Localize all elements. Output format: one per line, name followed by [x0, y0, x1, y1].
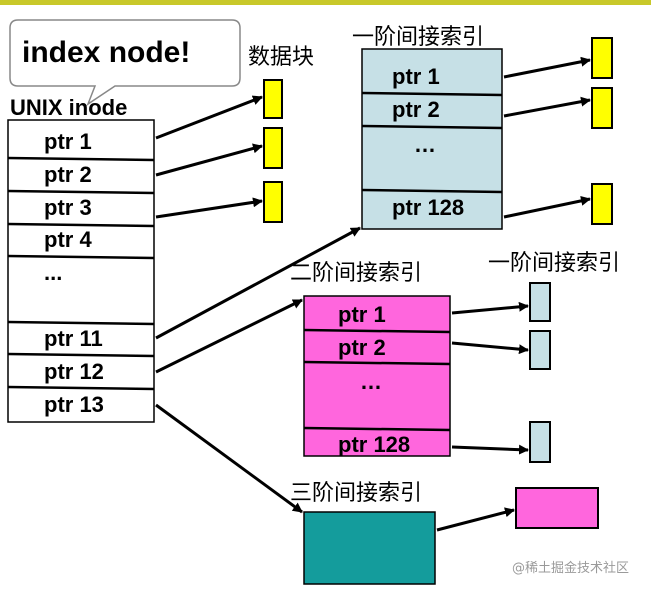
data-block [591, 183, 613, 225]
pointer-arrow [155, 143, 263, 177]
index-divider [303, 360, 451, 366]
pointer-arrow [155, 197, 263, 219]
single-indirect-label: 一阶间接索引 [352, 25, 484, 50]
double-child-label: 一阶间接索引 [488, 251, 620, 276]
inode-divider [7, 352, 155, 358]
index-row-label: ptr 2 [338, 335, 386, 360]
index-block [515, 487, 599, 529]
inode-divider [7, 385, 155, 391]
index-row-label: … [414, 132, 436, 157]
index-row-label: … [360, 369, 382, 394]
inode-row-label: ... [44, 260, 62, 285]
single-indirect-box [361, 48, 503, 230]
data-block [591, 37, 613, 79]
callout-bubble [9, 19, 241, 106]
index-block [529, 330, 551, 370]
pointer-arrow [155, 95, 263, 140]
callout-text: index node! [22, 36, 190, 69]
inode-row-label: ptr 3 [44, 195, 92, 220]
top-band [0, 0, 651, 5]
triple-indirect-label: 三阶间接索引 [290, 481, 422, 506]
pointer-arrow [451, 341, 529, 355]
pointer-arrow [436, 507, 515, 532]
data-block [263, 79, 283, 119]
index-row-label: ptr 1 [392, 64, 440, 89]
inode-row-label: ptr 11 [44, 326, 103, 351]
index-block [529, 421, 551, 463]
inode-divider [7, 189, 155, 195]
single-indirect-block: ptr 1 ptr 2 … ptr 128 [361, 48, 503, 230]
index-row-label: ptr 2 [392, 97, 440, 122]
pointer-arrow [155, 403, 303, 514]
triple-indirect-box [303, 511, 436, 585]
pointer-arrow [451, 444, 529, 455]
data-block [263, 127, 283, 169]
pointer-arrow [503, 195, 591, 219]
double-indirect-block: ptr 1 ptr 2 … ptr 128 [303, 295, 451, 457]
inode-row-label: ptr 2 [44, 162, 92, 187]
double-indirect-label: 二阶间接索引 [290, 261, 422, 286]
data-block [591, 87, 613, 129]
index-divider [361, 91, 503, 97]
inode-box [7, 119, 155, 423]
pointer-arrow [451, 301, 529, 315]
pointer-arrow [503, 56, 591, 79]
inode-table: ptr 1 ptr 2 ptr 3 ptr 4 ... ptr 11 ptr 1… [7, 119, 155, 423]
index-row-label: ptr 128 [338, 432, 410, 457]
inode-divider [7, 156, 155, 162]
pointer-arrow [155, 298, 303, 374]
inode-row-label: ptr 13 [44, 392, 104, 417]
index-block [529, 282, 551, 322]
inode-divider [7, 320, 155, 326]
index-row-label: ptr 1 [338, 302, 386, 327]
index-divider [303, 426, 451, 432]
data-block [263, 181, 283, 223]
inode-row-label: ptr 4 [44, 227, 92, 252]
inode-row-label: ptr 12 [44, 359, 104, 384]
index-row-label: ptr 128 [392, 195, 464, 220]
data-blocks-label: 数据块 [248, 45, 314, 70]
inode-divider [7, 254, 155, 260]
pointer-arrow [155, 226, 361, 340]
index-divider [361, 188, 503, 194]
index-divider [303, 328, 451, 334]
inode-divider [7, 222, 155, 228]
inode-row-label: ptr 1 [44, 129, 92, 154]
pointer-arrow [503, 96, 591, 118]
watermark: @稀土掘金技术社区 [512, 560, 629, 576]
inode-title: UNIX inode [10, 95, 127, 120]
index-divider [361, 124, 503, 130]
